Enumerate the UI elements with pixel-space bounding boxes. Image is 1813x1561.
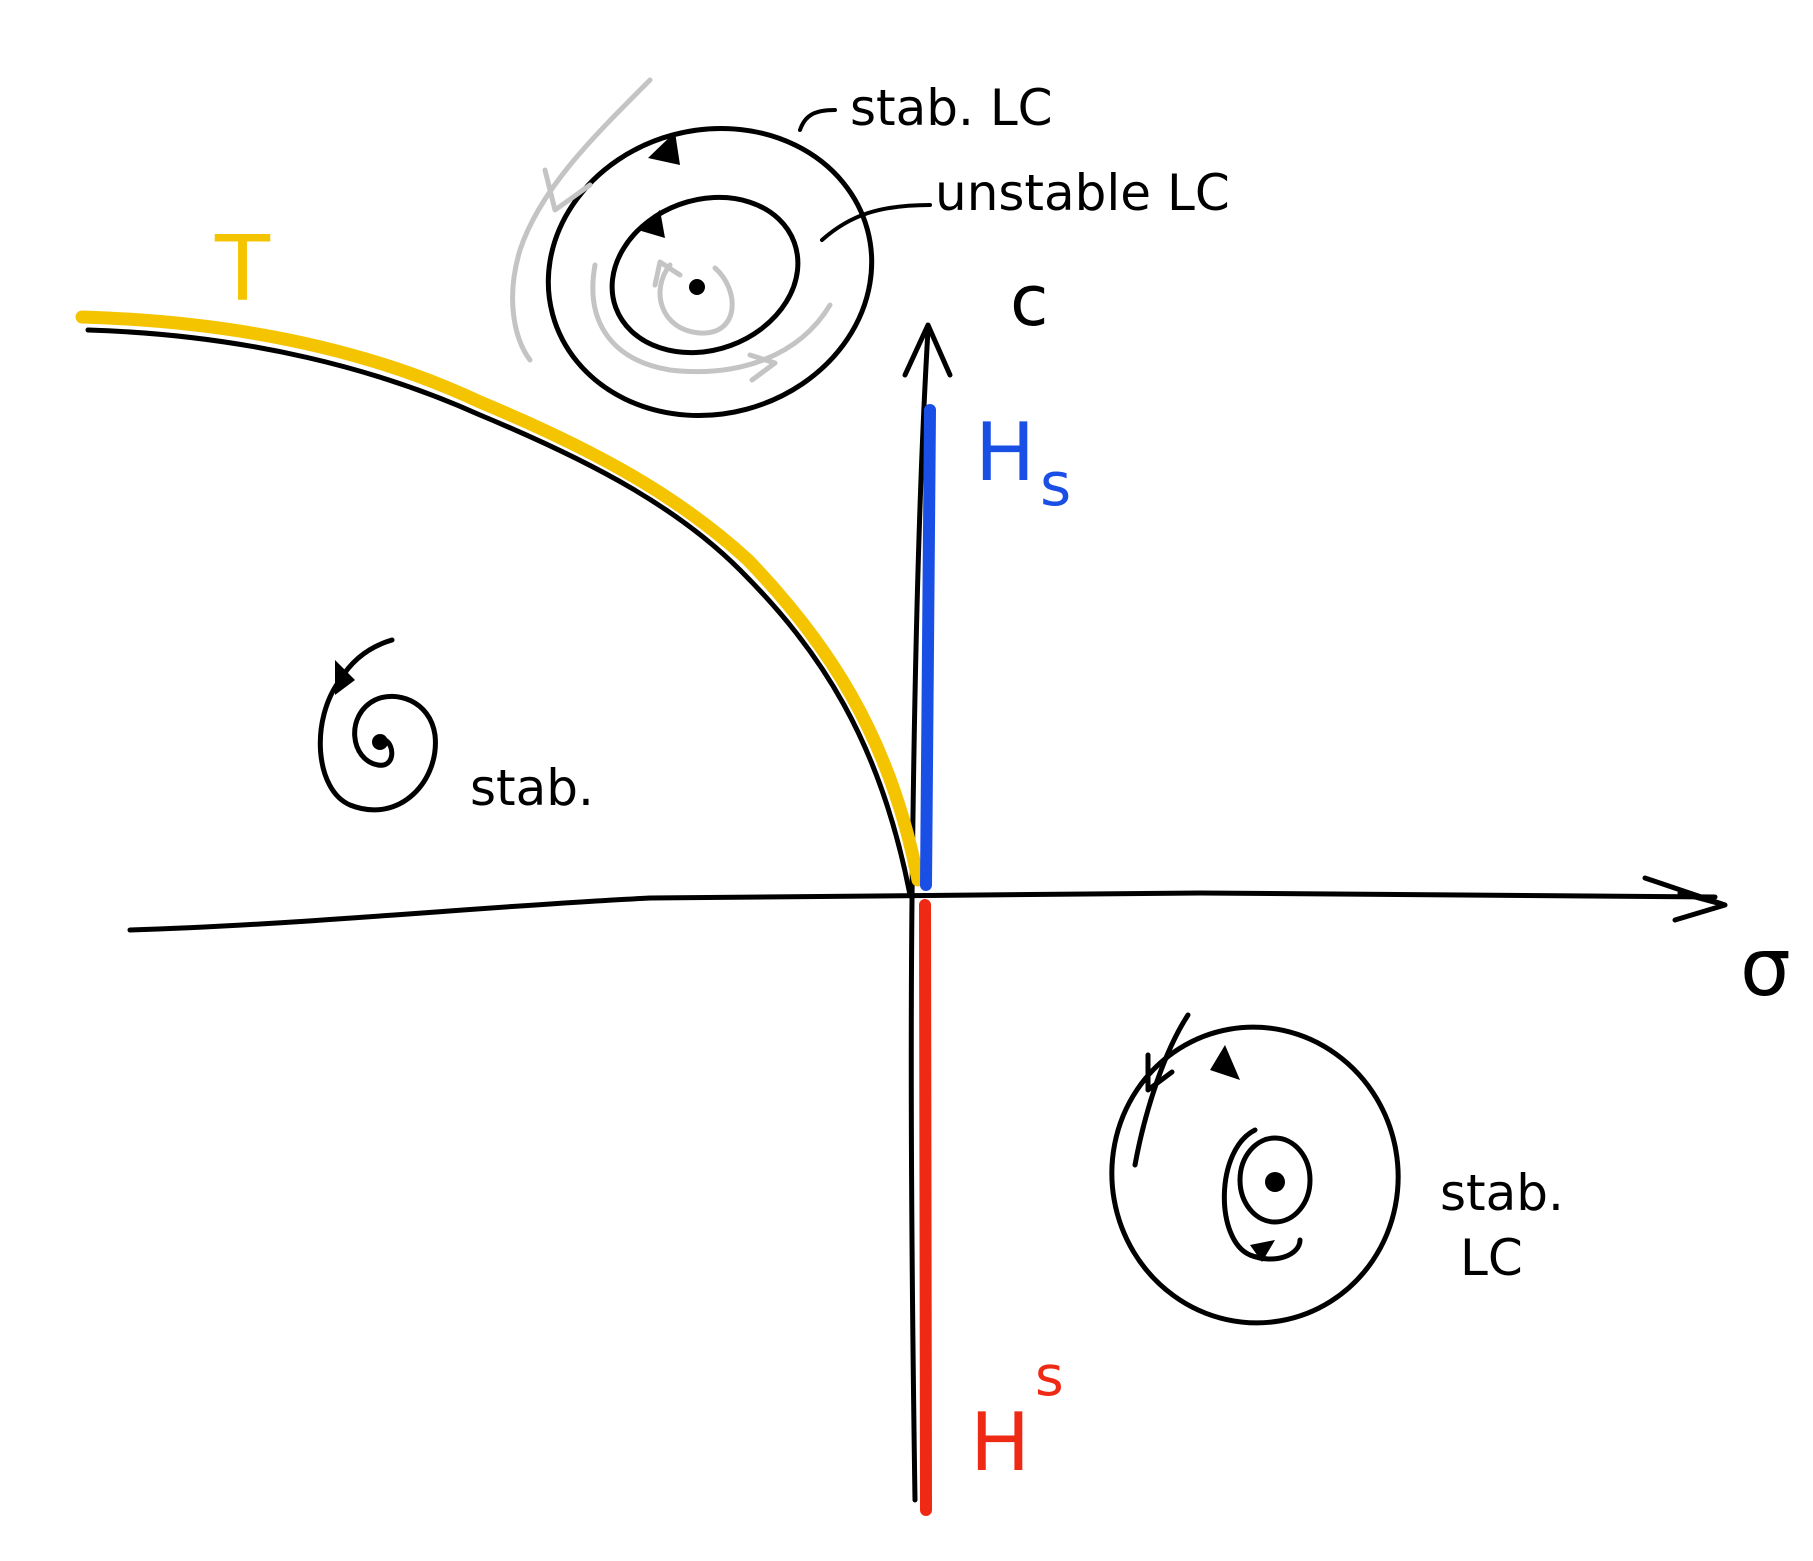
upper-hopf-label: H s <box>975 406 1071 520</box>
right-inner-arrow-icon <box>1250 1240 1275 1262</box>
outer-gray-arrow-icon <box>542 167 593 213</box>
left-phase-portrait <box>317 637 438 813</box>
unstable-lc-arrow-icon <box>638 210 665 238</box>
top-stable-lc-label: stab. LC <box>850 79 1053 137</box>
equilibrium-point <box>689 279 705 295</box>
right-stable-limit-cycle <box>1109 1024 1401 1326</box>
lower-hopf-line <box>918 899 932 1516</box>
right-phase-portrait <box>1109 1012 1401 1326</box>
vertical-axis <box>908 327 931 1503</box>
right-inner-orbit <box>1237 1135 1313 1225</box>
inner-gray-arrow-icon <box>747 352 778 383</box>
right-region-label-line2: LC <box>1460 1229 1523 1287</box>
lower-hopf-superscript: s <box>1035 1344 1064 1408</box>
right-outer-flow <box>1132 1012 1191 1168</box>
tangency-curve <box>75 310 925 887</box>
horizontal-axis-label: σ <box>1740 921 1791 1014</box>
right-unstable-focus <box>1265 1172 1285 1192</box>
vertical-axis-label: c <box>1010 260 1049 342</box>
stable-spiral <box>317 677 438 813</box>
upper-hopf-line <box>920 404 936 891</box>
lower-hopf-H: H <box>970 1396 1030 1489</box>
stable-limit-cycle <box>545 125 875 419</box>
stable-lc-leader <box>798 108 837 132</box>
horizontal-axis-arrowhead <box>1642 875 1728 923</box>
unstable-lc-leader <box>820 203 932 242</box>
tangency-curve-black <box>85 327 913 898</box>
center-gray-spiral <box>657 262 735 336</box>
center-gray-arrow-icon <box>652 259 683 288</box>
stable-spiral-arrow-icon <box>335 660 355 695</box>
vertical-axis-arrowhead <box>902 322 953 378</box>
left-region-label: stab. <box>470 759 594 817</box>
upper-hopf-subscript: s <box>1040 450 1071 520</box>
right-region-label-line1: stab. <box>1440 1164 1564 1222</box>
lower-hopf-label: H s <box>970 1344 1064 1489</box>
tangency-label: T <box>214 217 271 322</box>
upper-hopf-H: H <box>975 406 1035 499</box>
stable-focus-point <box>372 734 388 750</box>
top-phase-portrait <box>510 77 932 419</box>
right-outer-arrow-icon <box>1145 1052 1175 1093</box>
horizontal-axis <box>127 890 1718 933</box>
outer-gray-flow <box>510 77 653 363</box>
top-unstable-lc-label: unstable LC <box>935 164 1230 222</box>
stable-lc-arrow-icon <box>648 132 680 165</box>
right-lc-arrow-icon <box>1210 1045 1240 1080</box>
right-inner-spiral <box>1221 1127 1303 1262</box>
inner-gray-spiral <box>590 262 833 375</box>
unstable-limit-cycle <box>609 194 801 356</box>
